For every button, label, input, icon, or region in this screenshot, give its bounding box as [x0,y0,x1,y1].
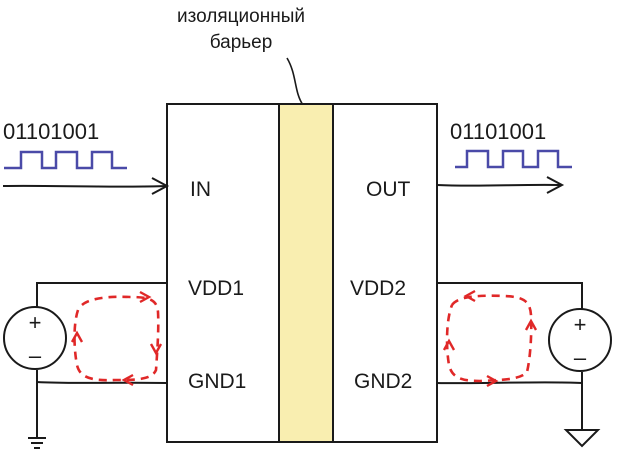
source2-minus: – [574,345,587,370]
voltage-source-1-icon [3,306,67,370]
ground1-icon [28,437,46,449]
loop1-arrow-left [70,330,84,343]
gnd2-wire [436,372,583,385]
vdd1-wire [36,282,167,307]
input-waveform-icon [4,150,127,170]
pin-gnd1-label: GND1 [188,370,246,393]
loop2-arrow-bottom [486,374,499,388]
source2-plus: + [574,312,587,337]
loop1-arrow-right [149,343,163,356]
output-waveform-icon [455,149,572,169]
barrier-label-line1: изоляционный [177,6,305,27]
loop2-arrow-top [463,289,476,303]
output-signal-line [436,183,563,187]
input-arrow-icon [151,177,170,195]
pin-vdd2-label: VDD2 [350,277,406,300]
gnd1-wire [36,370,168,384]
ground2-icon [563,429,601,448]
loop2-arrow-right [524,318,538,331]
current-loop-2-icon [445,294,533,383]
input-die-box [166,103,280,443]
pin-out-label: OUT [366,178,411,201]
source1-plus: + [29,310,42,335]
pin-gnd2-label: GND2 [354,370,412,393]
isolation-barrier [278,103,334,443]
output-arrow-icon [546,176,565,194]
input-bit-pattern: 01101001 [3,119,99,144]
source1-minus: – [29,343,42,368]
output-die-box [332,103,438,443]
output-bit-pattern: 01101001 [450,119,546,144]
voltage-source-2-icon [548,308,612,372]
barrier-label-line2: барьер [210,32,273,53]
pin-in-label: IN [190,178,211,201]
vdd2-wire [437,282,583,309]
loop2-arrow-left [442,338,456,351]
current-loop-1-icon [73,295,160,382]
input-signal-line [2,184,168,188]
loop1-arrow-top [139,290,152,304]
pin-vdd1-label: VDD1 [188,277,244,300]
loop1-arrow-bottom [121,373,134,387]
